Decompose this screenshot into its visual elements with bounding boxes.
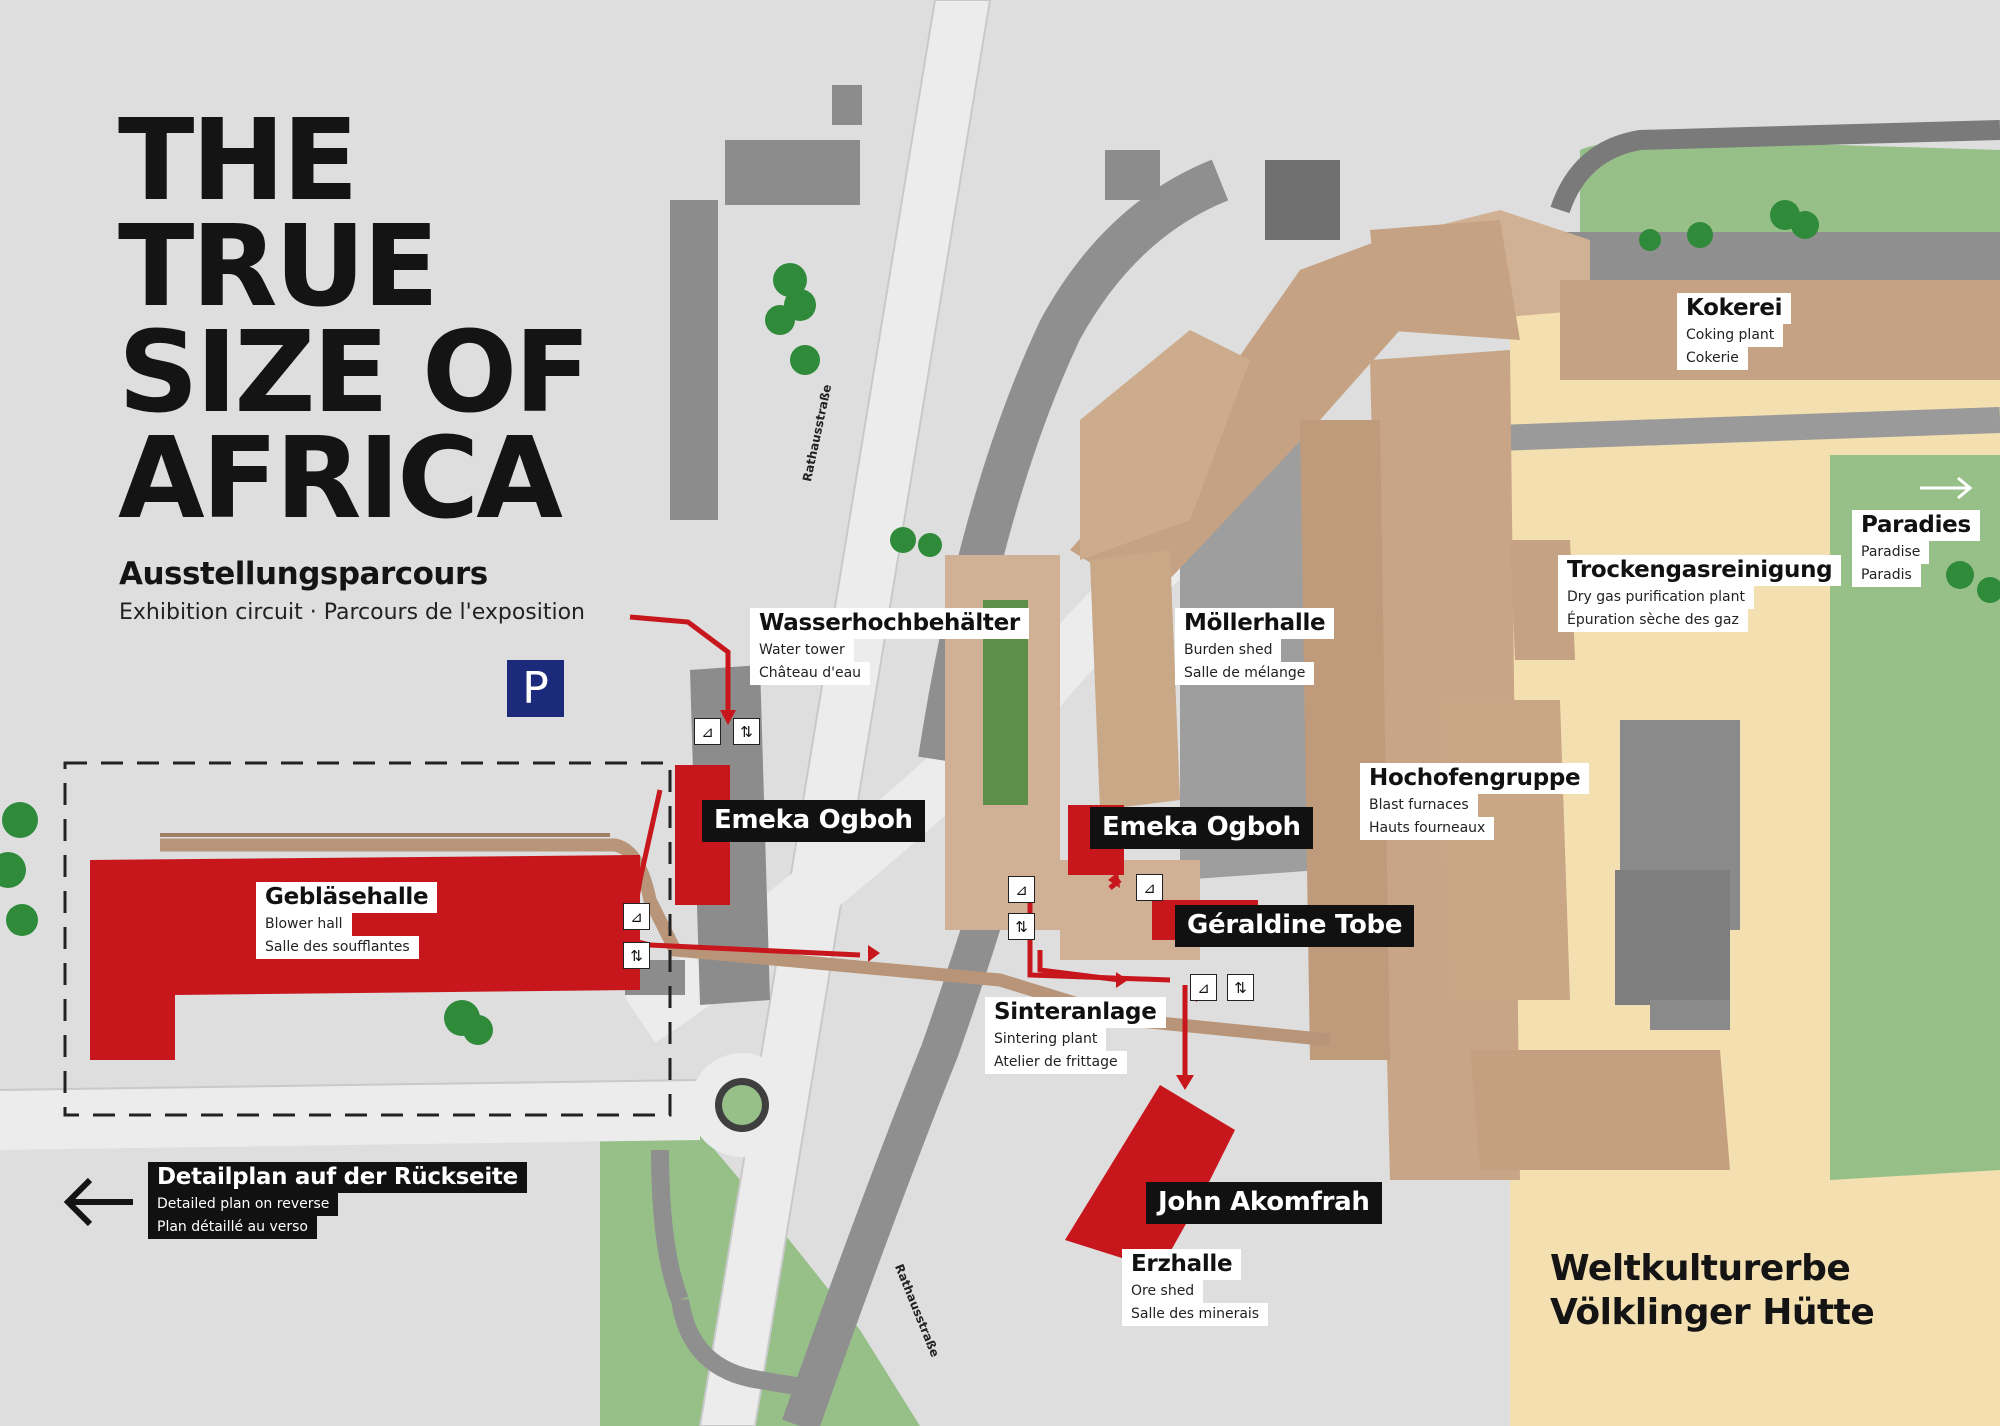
artist-tag[interactable]: John Akomfrah <box>1146 1182 1382 1224</box>
subtitle-translations: Exhibition circuit · Parcours de l'expos… <box>119 600 585 625</box>
label-fr: Épuration sèche des gaz <box>1558 609 1748 632</box>
label-fr: Hauts fourneaux <box>1360 817 1495 840</box>
building-grey-8 <box>1650 1000 1730 1030</box>
label-en: Water tower <box>750 639 854 662</box>
label-paradies[interactable]: Paradies Paradise Paradis <box>1852 510 1980 587</box>
rail-track-loop <box>671 1298 822 1399</box>
label-geblaesehalle[interactable]: Gebläsehalle Blower hall Salle des souff… <box>256 882 438 959</box>
label-fr: Atelier de frittage <box>985 1051 1127 1074</box>
label-title: Wasserhochbehälter <box>750 608 1029 639</box>
stairs-icon: ⊿ <box>694 718 721 745</box>
trees <box>0 200 2000 1045</box>
label-en: Blast furnaces <box>1360 794 1478 817</box>
title-line: TRUE <box>118 202 439 332</box>
building-grey-4 <box>1105 150 1160 200</box>
label-fr: Château d'eau <box>750 662 871 685</box>
label-title: Trockengasreinigung <box>1558 555 1842 586</box>
artist-tag[interactable]: Géraldine Tobe <box>1175 905 1415 947</box>
stairs-icon: ⊿ <box>623 903 650 930</box>
artist-tag[interactable]: Emeka Ogboh <box>1090 807 1313 849</box>
label-en: Ore shed <box>1122 1280 1204 1303</box>
heritage-line: Völklinger Hütte <box>1550 1292 1875 1333</box>
label-title: Hochofengruppe <box>1360 763 1590 794</box>
label-en: Coking plant <box>1677 324 1784 347</box>
label-trockengasreinigung[interactable]: Trockengasreinigung Dry gas purification… <box>1558 555 1842 632</box>
label-detailplan[interactable]: Detailplan auf der Rückseite Detailed pl… <box>148 1162 527 1239</box>
wall-kokerei <box>1550 120 2000 214</box>
plant-copper-stack <box>1370 220 1520 340</box>
rail-track-loop2 <box>651 1149 689 1304</box>
heritage-line: Weltkulturerbe <box>1550 1248 1851 1289</box>
label-title: Sinteranlage <box>985 997 1166 1028</box>
building-grey-3 <box>832 85 862 125</box>
label-en: Burden shed <box>1175 639 1282 662</box>
artist-tag[interactable]: Emeka Ogboh <box>702 800 925 842</box>
lift-icon: ⇅ <box>1227 974 1254 1001</box>
conveyor-grey <box>1439 407 2000 453</box>
parking-icon[interactable]: P <box>507 660 564 717</box>
stairs-icon: ⊿ <box>1008 876 1035 903</box>
page-title: THE TRUE SIZE OF AFRICA <box>118 96 591 544</box>
label-erzhalle[interactable]: Erzhalle Ore shed Salle des minerais <box>1122 1249 1269 1326</box>
lift-icon: ⇅ <box>1008 913 1035 940</box>
heritage-wordmark: Weltkulturerbe Völklinger Hütte <box>1550 1247 1875 1335</box>
stairs-icon: ⊿ <box>1136 874 1163 901</box>
label-title: Detailplan auf der Rückseite <box>148 1162 527 1193</box>
plant-southeast <box>1470 1050 1730 1170</box>
label-hochofengruppe[interactable]: Hochofengruppe Blast furnaces Hauts four… <box>1360 763 1590 840</box>
label-title: Möllerhalle <box>1175 608 1335 639</box>
green-area-paradies <box>1830 455 2000 1050</box>
roundabout-green <box>722 1085 762 1125</box>
label-fr: Plan détaillé au verso <box>148 1216 317 1239</box>
label-sinteranlage[interactable]: Sinteranlage Sintering plant Atelier de … <box>985 997 1166 1074</box>
title-line: AFRICA <box>118 414 563 544</box>
label-fr: Cokerie <box>1677 347 1748 370</box>
label-title: Paradies <box>1852 510 1980 541</box>
plant-east-block <box>1440 700 1570 1000</box>
label-fr: Salle des soufflantes <box>256 936 419 959</box>
label-en: Detailed plan on reverse <box>148 1193 339 1216</box>
building-grey-7 <box>1615 870 1730 1005</box>
label-title: Kokerei <box>1677 293 1792 324</box>
title-line: SIZE OF <box>118 308 591 438</box>
label-title: Erzhalle <box>1122 1249 1242 1280</box>
arrow-right-icon <box>1920 476 1973 500</box>
label-title: Gebläsehalle <box>256 882 438 913</box>
lift-icon: ⇅ <box>733 718 760 745</box>
label-en: Blower hall <box>256 913 352 936</box>
stairs-icon: ⊿ <box>1190 974 1217 1001</box>
label-en: Sintering plant <box>985 1028 1107 1051</box>
building-grey-1 <box>670 200 718 520</box>
label-kokerei[interactable]: Kokerei Coking plant Cokerie <box>1677 293 1792 370</box>
label-fr: Paradis <box>1852 564 1921 587</box>
building-grey-2 <box>725 140 860 205</box>
green-area-east <box>1830 1030 2000 1180</box>
blast-furnace-row <box>1300 420 1390 1060</box>
detail-area-frame <box>63 761 672 1117</box>
lift-icon: ⇅ <box>623 942 650 969</box>
building-grey-5 <box>1265 160 1340 240</box>
label-fr: Salle de mélange <box>1175 662 1315 685</box>
plant-copper-block-1 <box>1080 330 1250 560</box>
subtitle: Ausstellungsparcours <box>119 556 488 592</box>
label-en: Paradise <box>1852 541 1930 564</box>
circuit-arrowheads <box>720 710 1194 1090</box>
label-fr: Salle des minerais <box>1122 1303 1269 1326</box>
label-wasserhochbehaelter[interactable]: Wasserhochbehälter Water tower Château d… <box>750 608 1029 685</box>
label-moellerhalle[interactable]: Möllerhalle Burden shed Salle de mélange <box>1175 608 1335 685</box>
road-edge <box>0 1079 701 1091</box>
arrow-left-icon <box>63 1177 133 1227</box>
title-line: THE <box>118 96 359 226</box>
label-en: Dry gas purification plant <box>1558 586 1754 609</box>
erzhalle-building <box>1065 1085 1235 1270</box>
moeller-tower <box>1090 550 1180 810</box>
